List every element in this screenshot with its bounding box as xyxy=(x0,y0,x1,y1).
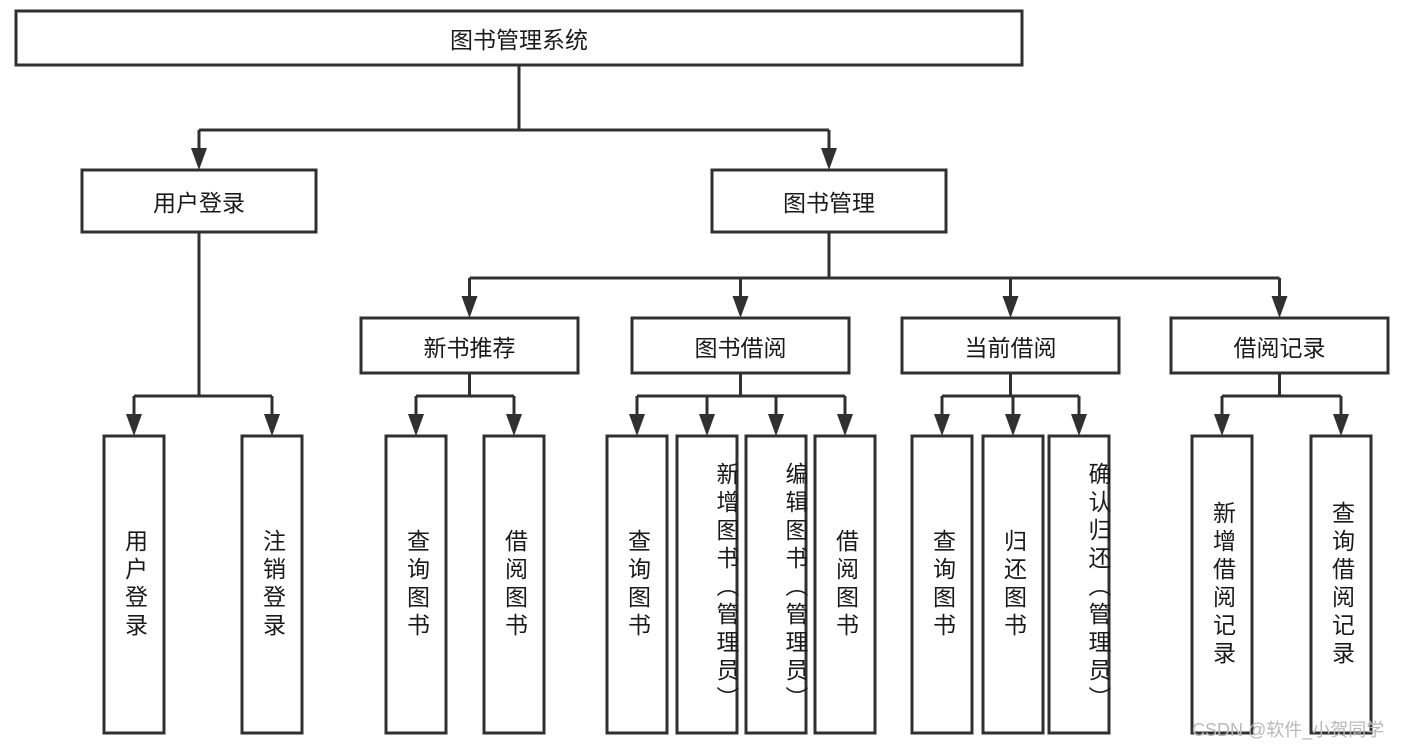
node-box-book-manage[interactable] xyxy=(710,168,948,234)
arrow-head-leaf-edit-book-admin xyxy=(768,414,784,436)
node-box-current-borrow[interactable] xyxy=(900,316,1121,375)
arrow-head-leaf-user-login xyxy=(126,414,142,436)
node-box-leaf-add-book-admin[interactable] xyxy=(675,434,739,735)
node-box-borrow-record[interactable] xyxy=(1169,316,1390,375)
arrow-head-leaf-borrow-book xyxy=(837,414,853,436)
node-box-leaf-edit-book-admin[interactable] xyxy=(744,434,808,735)
arrow-head-leaf-query-book-cur xyxy=(934,414,950,436)
node-box-leaf-query-borrow-record[interactable] xyxy=(1309,434,1373,735)
node-box-leaf-logout[interactable] xyxy=(240,434,304,735)
box-layer xyxy=(14,9,1390,735)
connector-layer xyxy=(126,65,1349,436)
node-box-leaf-query-book-rec[interactable] xyxy=(384,434,448,735)
node-box-leaf-borrow-book[interactable] xyxy=(813,434,877,735)
arrow-head-user-login xyxy=(191,148,207,170)
node-box-root[interactable] xyxy=(14,9,1024,67)
arrow-head-leaf-return-book xyxy=(1005,414,1021,436)
arrow-head-leaf-logout xyxy=(264,414,280,436)
arrow-head-leaf-query-borrow-record xyxy=(1333,414,1349,436)
arrow-head-current-borrow xyxy=(1002,296,1019,318)
arrow-head-leaf-query-book-borrow xyxy=(629,414,645,436)
node-box-leaf-return-book[interactable] xyxy=(981,434,1045,735)
node-box-leaf-borrow-book-rec[interactable] xyxy=(482,434,546,735)
arrow-head-borrow-record xyxy=(1271,296,1288,318)
arrow-head-book-manage xyxy=(821,148,837,170)
node-box-leaf-user-login[interactable] xyxy=(102,434,166,735)
node-box-leaf-query-book-borrow[interactable] xyxy=(605,434,669,735)
node-box-leaf-add-borrow-record[interactable] xyxy=(1190,434,1254,735)
node-box-new-book-recommend[interactable] xyxy=(359,316,580,375)
arrow-head-leaf-confirm-return-admin xyxy=(1071,414,1087,436)
node-box-book-borrow[interactable] xyxy=(630,316,851,375)
node-box-leaf-query-book-cur[interactable] xyxy=(910,434,974,735)
arrow-head-book-borrow xyxy=(732,296,749,318)
arrow-head-leaf-add-book-admin xyxy=(699,414,715,436)
node-box-leaf-confirm-return-admin[interactable] xyxy=(1047,434,1111,735)
arrow-head-leaf-query-book-rec xyxy=(408,414,424,436)
arrow-head-new-book-recommend xyxy=(461,296,478,318)
arrow-head-leaf-add-borrow-record xyxy=(1214,414,1230,436)
node-box-user-login[interactable] xyxy=(80,168,318,234)
arrow-head-leaf-borrow-book-rec xyxy=(506,414,522,436)
